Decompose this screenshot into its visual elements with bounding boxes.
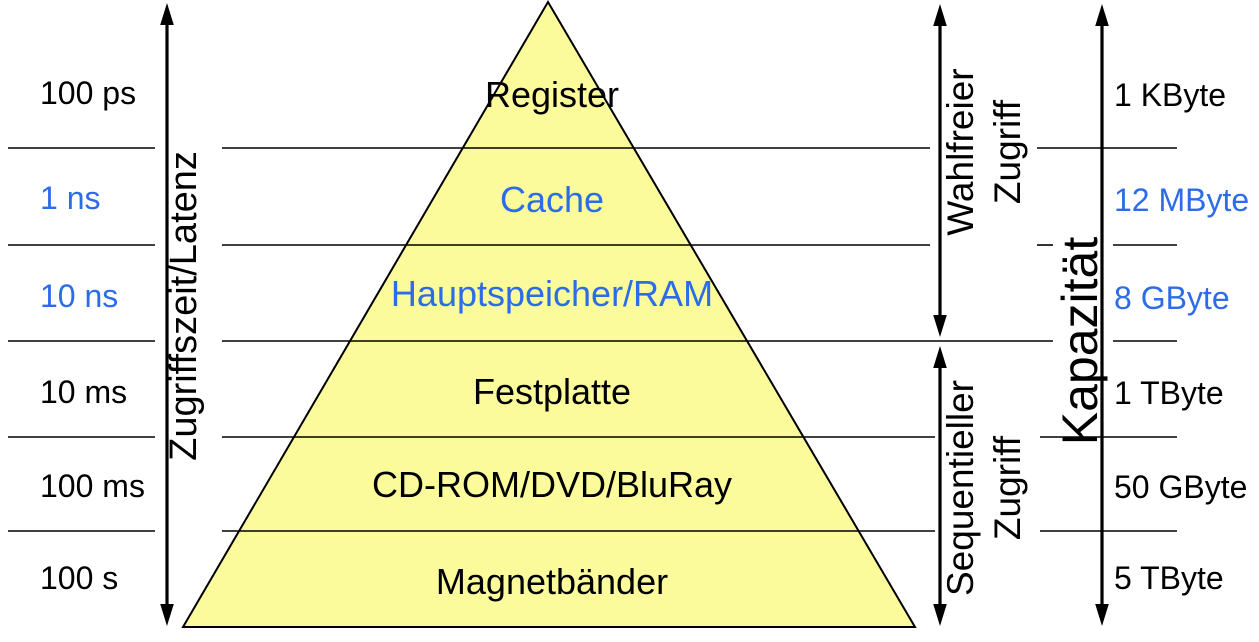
access-time-100ps: 100 ps: [40, 75, 137, 111]
level-magnetbaender: Magnetbänder: [435, 561, 669, 602]
level-register: Register: [484, 74, 620, 115]
random-access-label-line2: Zugriff: [987, 99, 1028, 205]
level-cdrom: CD-ROM/DVD/BluRay: [371, 464, 733, 505]
access-time-10ms: 10 ms: [40, 374, 128, 410]
level-separator-lines: [8, 147, 1177, 532]
sequential-access-label: Sequentieller Zugriff: [937, 380, 1031, 596]
access-time-100s: 100 s: [40, 560, 119, 596]
level-ram: Hauptspeicher/RAM: [390, 273, 714, 314]
sequential-access-label-line2: Zugriff: [987, 435, 1028, 541]
capacity-12mbyte: 12 MByte: [1114, 182, 1250, 218]
pyramid-shape: [181, 0, 917, 628]
capacity-8gbyte: 8 GByte: [1114, 280, 1230, 316]
level-cache: Cache: [499, 179, 605, 220]
capacity-axis-label: Kapazität: [1052, 236, 1108, 446]
capacity-5tbyte: 5 TByte: [1114, 560, 1224, 596]
access-time-10ns: 10 ns: [40, 278, 119, 314]
random-access-label: Wahlfreier Zugriff: [937, 68, 1031, 235]
sequential-access-arrow: [933, 346, 947, 626]
access-time-100ms: 100 ms: [40, 468, 145, 504]
capacity-50gbyte: 50 GByte: [1114, 469, 1248, 505]
latency-axis-label: Zugriffszeit/Latenz: [163, 151, 205, 461]
sequential-access-label-line1: Sequentieller: [940, 380, 981, 596]
capacity-1kbyte: 1 KByte: [1114, 77, 1227, 113]
capacity-axis-arrow: [1095, 4, 1109, 626]
capacity-1tbyte: 1 TByte: [1114, 375, 1224, 411]
random-access-arrow: [933, 4, 947, 337]
random-access-label-line1: Wahlfreier: [940, 68, 981, 236]
latency-axis-arrow: [160, 3, 174, 626]
access-time-1ns: 1 ns: [40, 180, 101, 216]
level-festplatte: Festplatte: [472, 371, 632, 412]
